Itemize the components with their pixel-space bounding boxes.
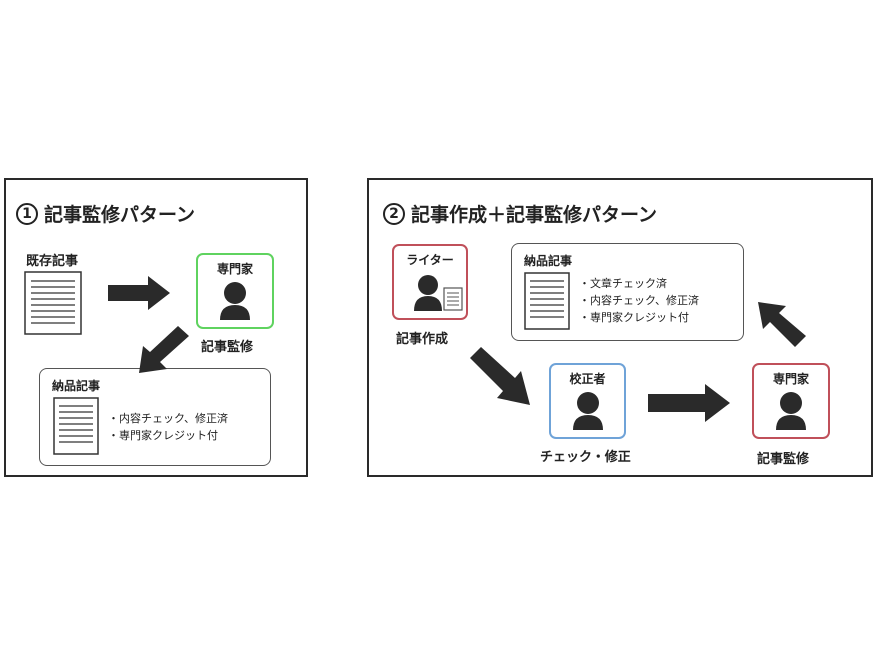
document-icon-existing	[24, 271, 82, 335]
delivery-bullet-2: ・専門家クレジット付	[108, 429, 218, 442]
delivery2-bullet-1: ・文章チェック済	[579, 277, 667, 290]
document-icon-writer	[443, 287, 463, 311]
delivery-title-panel2: 納品記事	[524, 254, 573, 268]
expert-label: 専門家	[216, 262, 253, 276]
delivery-bullet-1: ・内容チェック、修正済	[108, 412, 229, 425]
existing-article-label: 既存記事	[26, 254, 79, 269]
proofreader-label: 校正者	[569, 372, 606, 386]
proofreader-caption: チェック・修正	[540, 450, 631, 465]
expert-caption: 記事監修	[201, 340, 254, 355]
person-icon-expert2	[776, 392, 806, 430]
writer-label: ライター	[406, 253, 454, 267]
delivery2-bullet-2: ・内容チェック、修正済	[579, 294, 700, 307]
panel2-title: 2 記事作成＋記事監修パターン	[383, 200, 657, 227]
document-icon-delivery1	[53, 397, 99, 455]
person-icon-proofreader	[573, 392, 603, 430]
writer-caption: 記事作成	[396, 332, 449, 347]
arrow-down-left-icon	[139, 326, 189, 373]
arrow-down-right-icon	[470, 347, 530, 405]
arrow-right-icon-2	[648, 384, 730, 422]
person-icon-writer	[414, 275, 442, 311]
panel1-title-text: 記事監修パターン	[44, 204, 196, 226]
arrow-up-left-icon	[758, 302, 806, 347]
panel1-title: 1 記事監修パターン	[16, 200, 195, 227]
panel1-number: 1	[16, 202, 38, 225]
arrow-right-icon	[108, 276, 170, 310]
panel2-number: 2	[383, 202, 405, 225]
panel2-title-text: 記事作成＋記事監修パターン	[411, 204, 658, 226]
delivery-title: 納品記事	[52, 379, 101, 393]
delivery2-bullet-3: ・専門家クレジット付	[579, 311, 689, 324]
person-icon-expert1	[220, 282, 250, 320]
expert2-label: 専門家	[772, 372, 809, 386]
expert2-caption: 記事監修	[757, 452, 810, 467]
document-icon-delivery2	[524, 272, 570, 330]
